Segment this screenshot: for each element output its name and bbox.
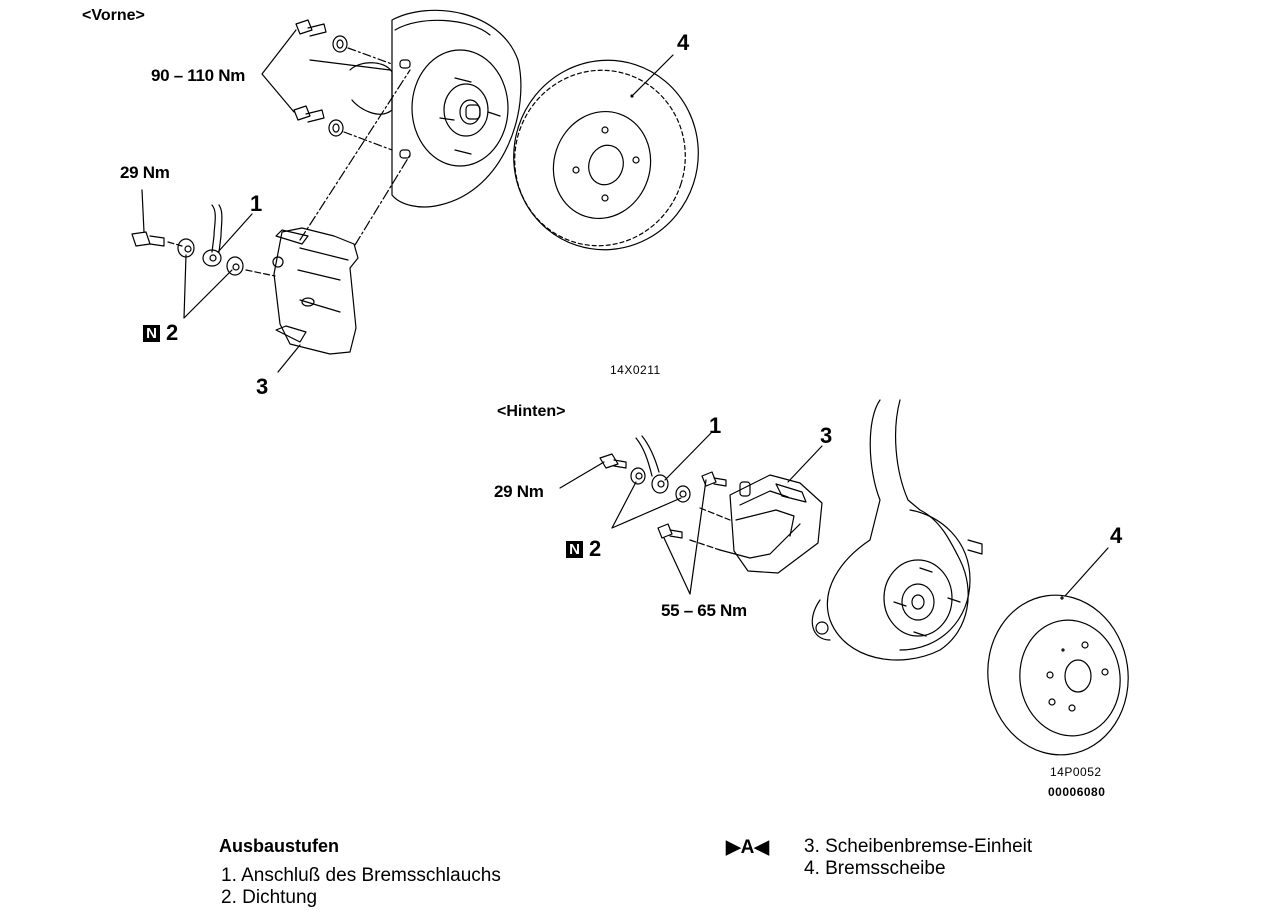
figure-code-front: 14X0211 — [610, 363, 661, 377]
removal-step-2: 2. Dichtung — [221, 887, 318, 908]
rear-brake-disc-icon — [987, 594, 1129, 756]
front-brake-hose-icon — [202, 204, 223, 267]
front-brake-disc-icon — [513, 59, 699, 251]
callout-front-1: 1 — [250, 191, 263, 216]
rear-caliper-bolt-upper-icon — [701, 471, 727, 487]
removal-step-4: 4. Bremsscheibe — [804, 858, 946, 879]
front-disc-leader — [631, 54, 674, 97]
rear-banjo-bolt-icon — [599, 453, 627, 469]
front-hub-bolt-upper-icon — [295, 19, 348, 53]
figure-code-rear: 14P0052 — [1050, 765, 1102, 779]
section-label-rear: <Hinten> — [497, 403, 566, 420]
rear-caliper-icon — [719, 474, 823, 574]
removal-steps-title: Ausbaustufen — [219, 836, 340, 856]
front-banjo-bolt-icon — [131, 231, 165, 247]
removal-step-3: 3. Scheibenbremse-Einheit — [804, 836, 1033, 857]
new-part-badge: N — [566, 541, 583, 558]
procedure-marker-a: ▶A◀ — [726, 837, 769, 858]
torque-label-rear-caliper-bolts: 55 – 65 Nm — [661, 601, 747, 620]
front-knuckle-icon — [309, 9, 522, 208]
section-label-front: <Vorne> — [82, 7, 145, 24]
torque-label-front-hose-bolt: 29 Nm — [120, 163, 170, 182]
rear-gasket-upper-icon — [630, 467, 646, 485]
callout-front-3: 3 — [256, 374, 269, 399]
new-part-badge: N — [143, 325, 160, 342]
callout-rear-3: 3 — [820, 423, 833, 448]
front-gasket-upper-icon — [177, 238, 195, 258]
rear-caliper-bolt-lower-icon — [657, 523, 683, 539]
front-caliper-icon — [272, 227, 359, 355]
callout-front-4: 4 — [677, 30, 690, 55]
torque-label-rear-hose-bolt: 29 Nm — [494, 482, 544, 501]
front-hub-bolt-lower-icon — [293, 105, 344, 137]
removal-step-1: 1. Anschluß des Bremsschlauchs — [221, 865, 501, 886]
rear-gasket-lower-icon — [675, 485, 691, 503]
callout-rear-4: 4 — [1110, 523, 1123, 548]
torque-label-front-hub-bolts: 90 – 110 Nm — [151, 66, 246, 85]
front-gasket-lower-icon — [226, 256, 244, 276]
rear-knuckle-hub-icon — [811, 399, 983, 661]
rear-brake-hose-icon — [635, 435, 669, 494]
document-code: 00006080 — [1048, 785, 1106, 799]
callout-rear-1: 1 — [709, 413, 722, 438]
